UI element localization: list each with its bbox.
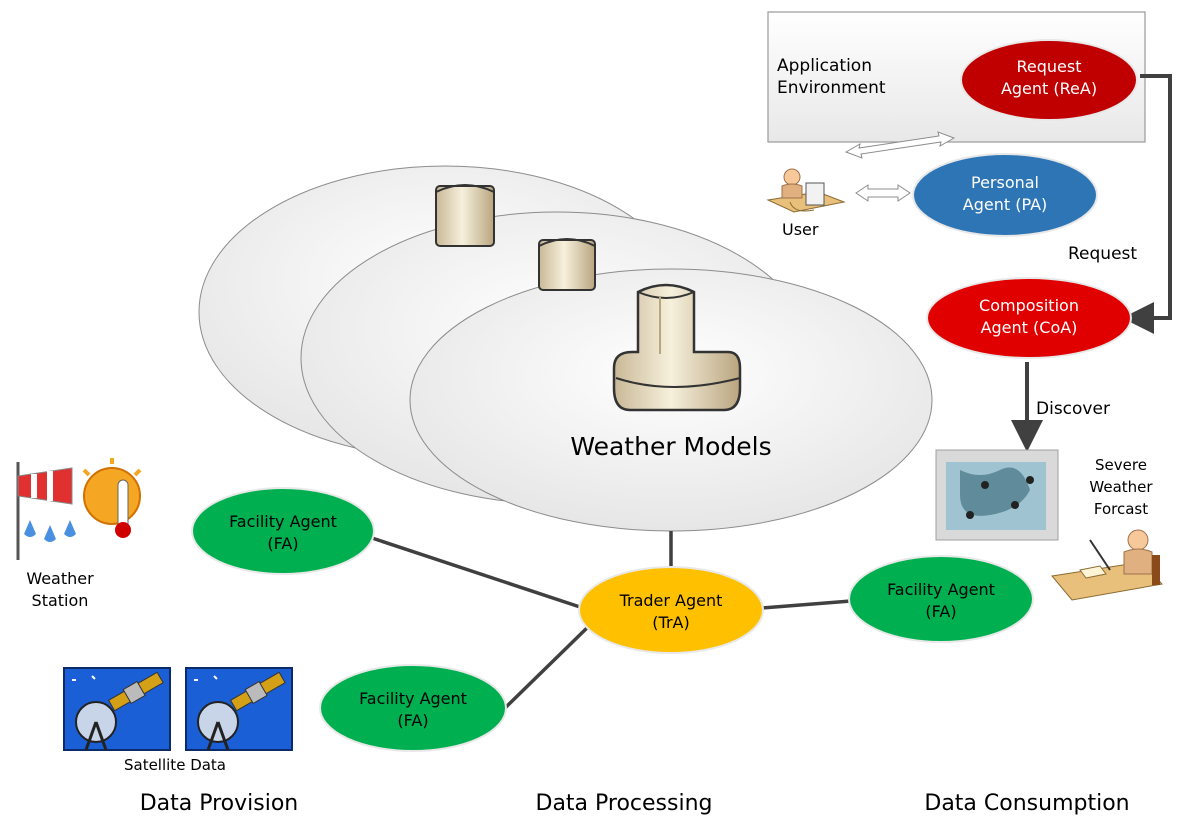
personal-agent-line1: Personal — [971, 173, 1039, 192]
user-label: User — [782, 220, 819, 239]
model-pipe-icon — [538, 238, 596, 291]
composition-agent-line1: Composition — [979, 296, 1079, 315]
trader-line2: (TrA) — [652, 613, 689, 632]
request-label: Request — [1068, 244, 1137, 264]
app-env-label-line1: Application — [777, 56, 872, 76]
weather-station-icon — [16, 458, 142, 560]
user-at-desk-icon — [1051, 529, 1163, 601]
facility-right-line1: Facility Agent — [887, 580, 995, 599]
facility-bottom-line2: (FA) — [397, 711, 428, 730]
severe-line3: Forcast — [1094, 500, 1148, 518]
trader-line1: Trader Agent — [619, 591, 723, 610]
double-arrow-user-appenv — [844, 131, 956, 159]
satellite-icon — [63, 667, 171, 751]
facility-left-line1: Facility Agent — [229, 512, 337, 531]
request-agent: Request Agent (ReA) — [960, 39, 1138, 121]
satellite-data-label: Satellite Data — [124, 756, 226, 774]
facility-agent-left: Facility Agent (FA) — [191, 487, 375, 575]
composition-agent: Composition Agent (CoA) — [926, 277, 1132, 359]
weather-station-line1: Weather — [26, 569, 94, 588]
trader-agent: Trader Agent (TrA) — [578, 566, 764, 654]
facility-right-line2: (FA) — [925, 602, 956, 621]
section-data-provision: Data Provision — [140, 791, 299, 816]
weather-models-group: Weather Models — [198, 165, 933, 532]
link-fa-right — [761, 599, 852, 610]
user-at-desk-icon — [766, 168, 846, 213]
facility-agent-bottom: Facility Agent (FA) — [319, 664, 507, 752]
severe-line2: Weather — [1089, 478, 1153, 496]
link-fa-left — [371, 536, 584, 610]
composition-agent-line2: Agent (CoA) — [981, 318, 1078, 337]
double-arrow-user-pa — [855, 184, 911, 202]
weather-station-line2: Station — [32, 591, 89, 610]
section-data-consumption: Data Consumption — [924, 791, 1129, 816]
weather-models-label: Weather Models — [570, 432, 771, 461]
request-arrow — [1122, 74, 1172, 334]
personal-agent-line2: Agent (PA) — [963, 195, 1048, 214]
personal-agent: Personal Agent (PA) — [912, 153, 1098, 237]
model-pipe-icon — [612, 283, 742, 412]
section-data-processing: Data Processing — [536, 791, 713, 816]
facility-left-line2: (FA) — [267, 534, 298, 553]
request-agent-line1: Request — [1017, 57, 1082, 76]
connections — [371, 531, 852, 710]
model-pipe-icon — [435, 184, 495, 247]
satellite-icon — [185, 667, 293, 751]
request-agent-line2: Agent (ReA) — [1001, 79, 1097, 98]
link-fa-bottom — [503, 623, 592, 710]
severe-line1: Severe — [1095, 456, 1147, 474]
double-arrows — [844, 131, 956, 202]
facility-agent-right: Facility Agent (FA) — [848, 555, 1034, 643]
weather-map-icon — [935, 449, 1059, 541]
discover-label: Discover — [1036, 399, 1110, 419]
facility-bottom-line1: Facility Agent — [359, 689, 467, 708]
app-env-label-line2: Environment — [777, 78, 886, 98]
